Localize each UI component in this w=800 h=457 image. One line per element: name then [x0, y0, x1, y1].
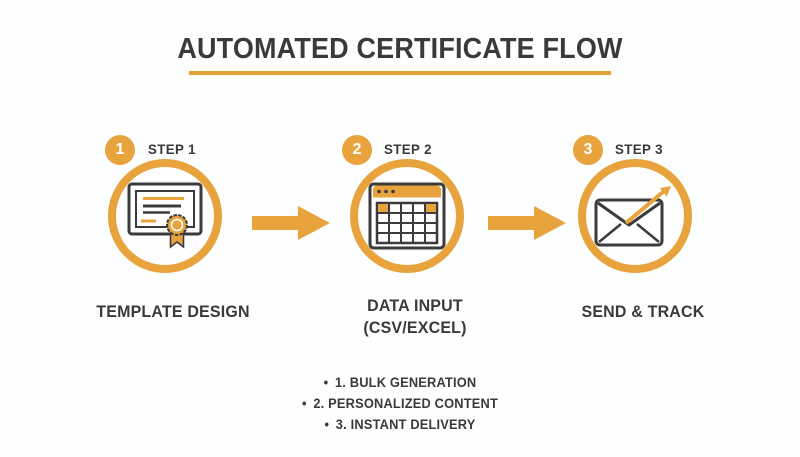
- feature-text: 3. INSTANT DELIVERY: [335, 417, 476, 432]
- feature-item: • 3. INSTANT DELIVERY: [20, 414, 780, 435]
- step1-number-badge: 1: [105, 135, 135, 165]
- step3-circle: [578, 159, 692, 273]
- bullet-icon: •: [302, 396, 307, 411]
- step2-number-badge: 2: [342, 135, 372, 165]
- bullet-icon: •: [324, 417, 330, 432]
- arrow-right-icon: [488, 206, 566, 240]
- certificate-icon: [127, 182, 203, 249]
- arrow-right-icon: [252, 206, 330, 240]
- envelope-send-icon: [594, 186, 671, 247]
- step3-label: STEP 3: [615, 141, 663, 157]
- feature-list: • 1. BULK GENERATION • 2. PERSONALIZED CON…: [0, 372, 800, 435]
- title-underline: [189, 71, 611, 75]
- step1-title: TEMPLATE DESIGN: [96, 302, 250, 321]
- feature-text: 1. BULK GENERATION: [334, 375, 477, 390]
- step1-circle: [108, 159, 222, 273]
- bullet-icon: •: [323, 375, 329, 390]
- step3-title: SEND & TRACK: [581, 302, 705, 321]
- step1-label: STEP 1: [148, 141, 196, 157]
- step2-circle: [350, 159, 464, 273]
- spreadsheet-icon: [368, 182, 446, 250]
- step2-title: DATA INPUT (CSV/EXCEL): [321, 295, 509, 339]
- feature-text: 2. PERSONALIZED CONTENT: [313, 396, 498, 411]
- step2-title-line2: (CSV/EXCEL): [363, 318, 467, 337]
- feature-item: • 1. BULK GENERATION: [20, 372, 780, 393]
- feature-item: • 2. PERSONALIZED CONTENT: [20, 393, 780, 414]
- step3-number-badge: 3: [573, 135, 603, 165]
- step2-title-line1: DATA INPUT: [367, 296, 463, 315]
- page-title: AUTOMATED CERTIFICATE FLOW: [177, 33, 623, 65]
- step2-label: STEP 2: [384, 141, 432, 157]
